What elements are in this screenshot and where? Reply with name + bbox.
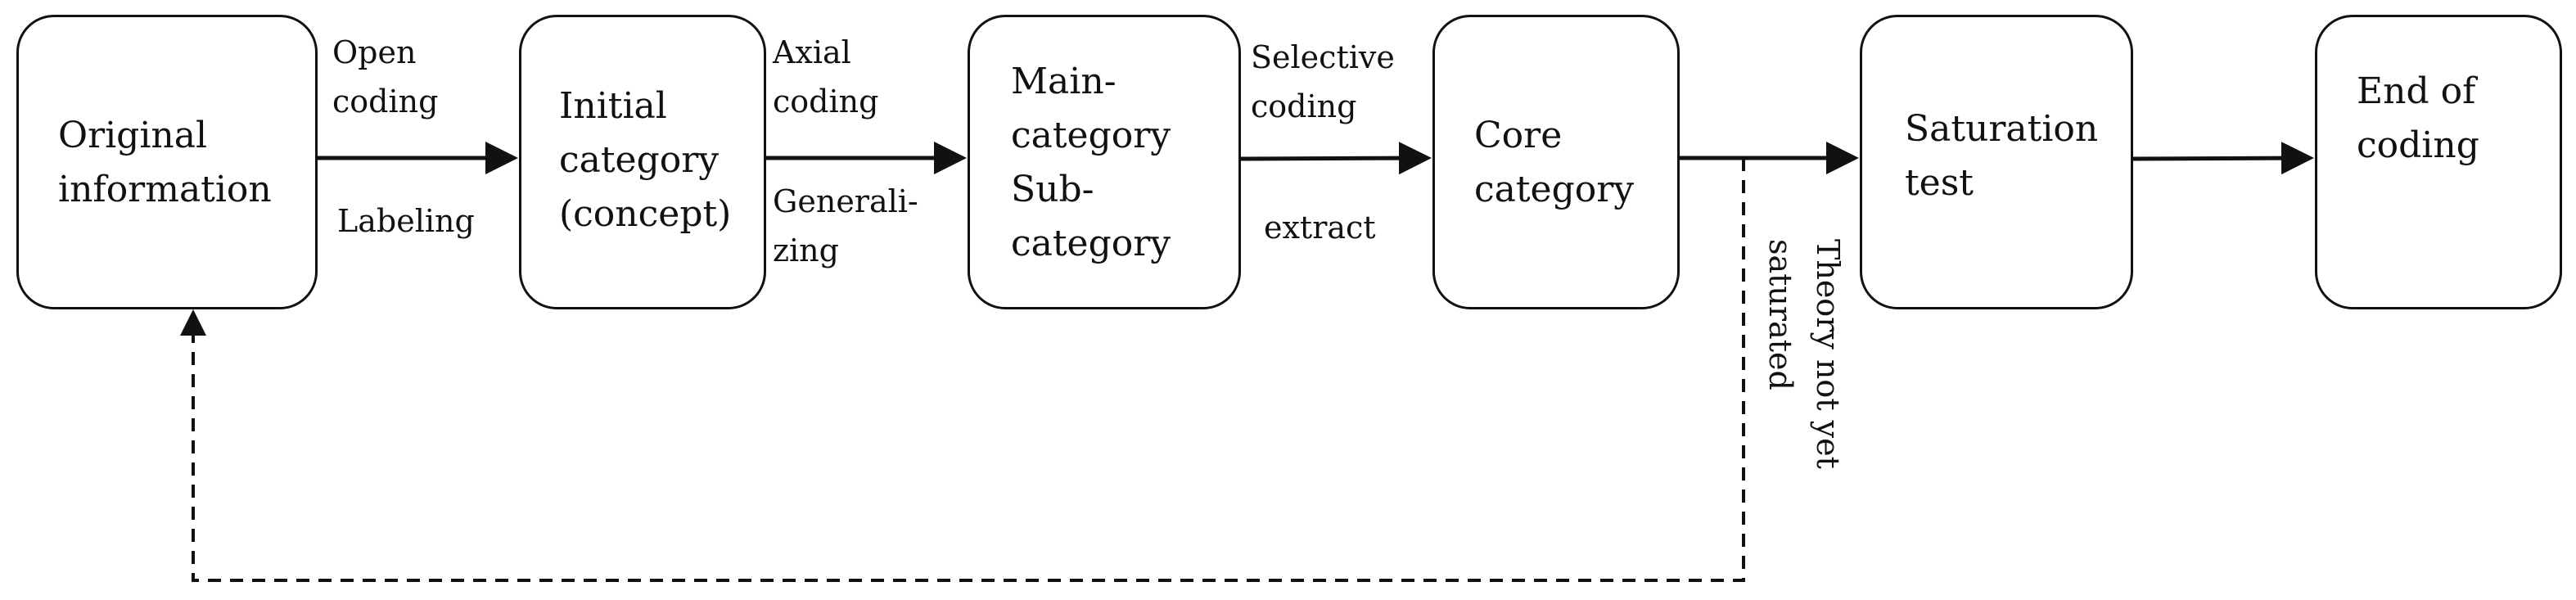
label-labeling: Labeling — [337, 203, 475, 239]
box-original-information: Original information — [16, 15, 318, 309]
box-saturation-test: Saturation test — [1860, 15, 2133, 309]
box-initial-category: Initial category (concept) — [519, 15, 766, 309]
label-selective-coding: Selective coding — [1251, 39, 1395, 124]
label-generalizing: Generali- zing — [773, 183, 918, 268]
arrow-saturation-to-end — [2131, 142, 2314, 175]
label-axial-coding: Axial coding — [773, 34, 879, 120]
box-original-information-label: Original information — [58, 115, 272, 210]
label-theory-not-yet-saturated: Theory not yet saturated — [1762, 239, 1846, 469]
label-open-coding: Open coding — [332, 34, 439, 120]
feedback-loop-dashed — [180, 158, 1745, 582]
box-end-of-coding-label: End of coding — [2357, 70, 2479, 166]
box-core-category: Core category — [1432, 15, 1680, 309]
box-initial-category-label: Initial category (concept) — [559, 85, 732, 235]
box-main-category-label: Main- category Sub- category — [1011, 61, 1171, 264]
box-saturation-test-label: Saturation test — [1905, 108, 2099, 204]
box-end-of-coding: End of coding — [2315, 15, 2562, 309]
box-main-category: Main- category Sub- category — [968, 15, 1241, 309]
label-extract: extract — [1264, 210, 1376, 246]
arrow-main-to-core — [1238, 142, 1432, 175]
box-core-category-label: Core category — [1474, 115, 1635, 210]
